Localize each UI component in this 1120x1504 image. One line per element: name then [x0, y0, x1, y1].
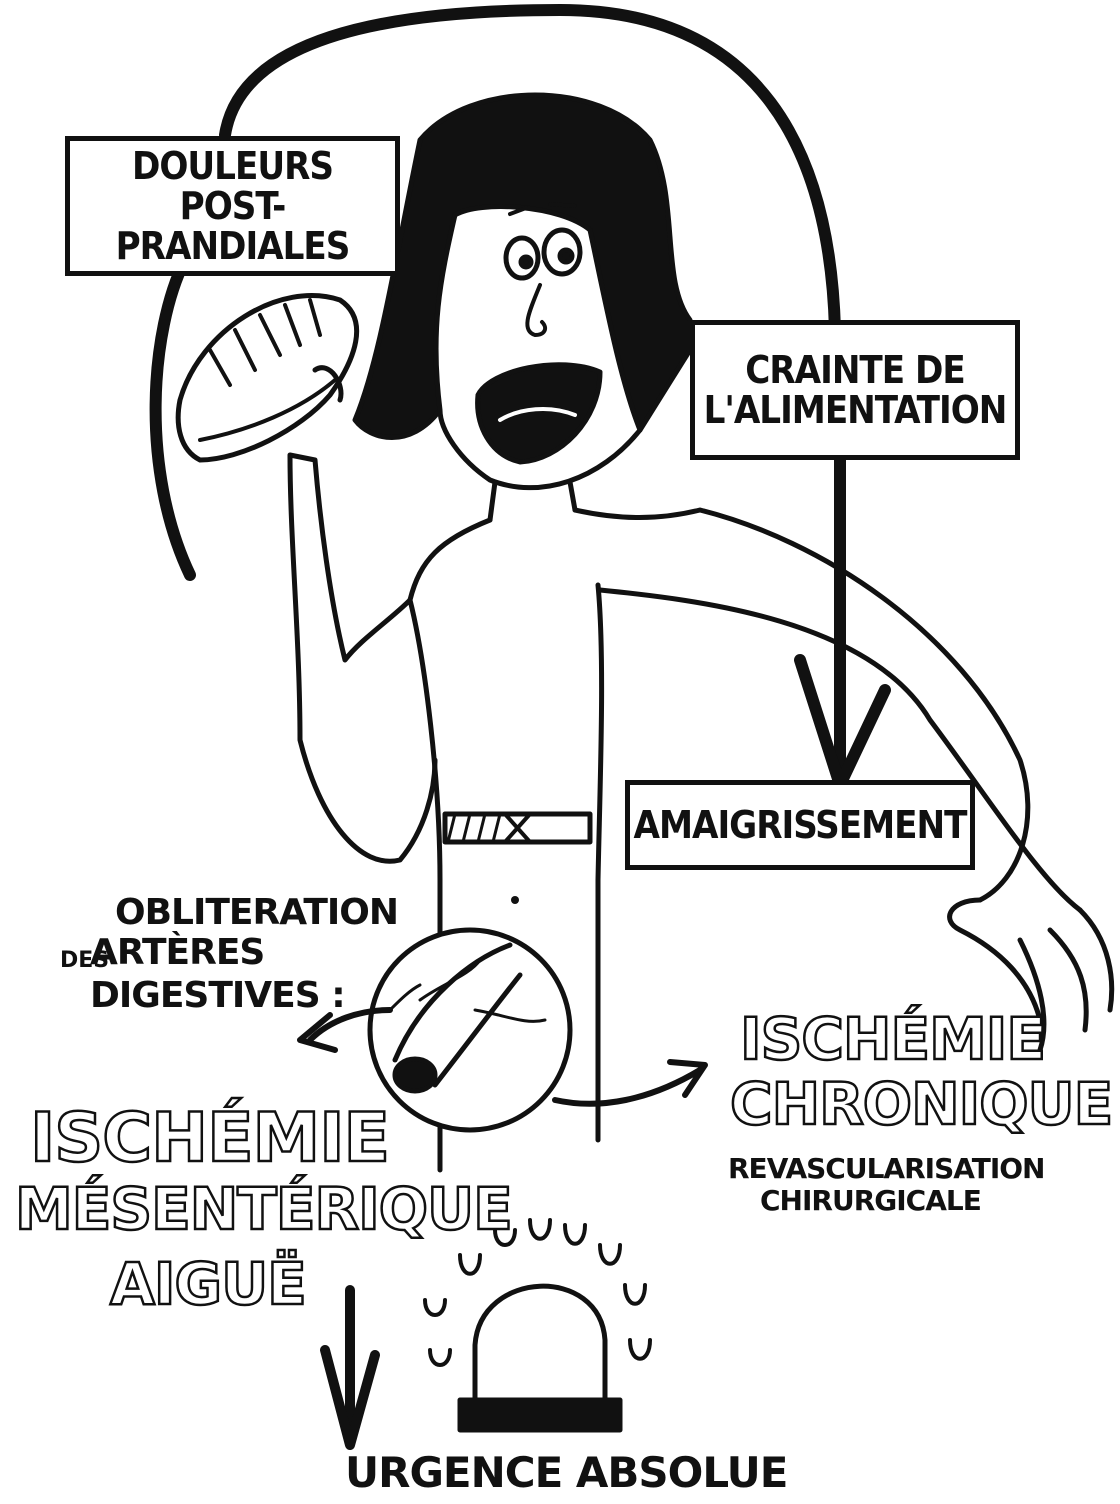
crainte-label-2: L'ALIMENTATION — [703, 388, 1008, 432]
neck — [487, 479, 578, 523]
left-arc-line — [149, 254, 196, 581]
douleurs-label-2: POST- PRANDIALES — [115, 184, 351, 268]
obliteration-des: DES — [60, 948, 110, 973]
arrow-to-aigue — [307, 1007, 393, 1043]
mouth — [475, 362, 603, 465]
ischemie-chronique-title-2: CHRONIQUE — [729, 1070, 1115, 1138]
ischemie-aigue-title-1: ISCHÉMIE — [29, 1099, 391, 1178]
revasc-label-1: REVASCULARISATION — [728, 1152, 1045, 1185]
nose — [525, 283, 548, 337]
ischemie-chronique-title-1: ISCHÉMIE — [739, 1005, 1048, 1073]
crainte-label-1: CRAINTE DE — [745, 348, 966, 392]
arrow-to-chronique — [552, 1067, 703, 1107]
amaigrissement-box: AMAIGRISSEMENT — [625, 780, 975, 870]
obliteration-digestives: DIGESTIVES : — [90, 975, 346, 1016]
amaigrissement-label: AMAIGRISSEMENT — [633, 803, 968, 847]
sandwich-icon — [175, 293, 360, 463]
top-arc-arrow — [219, 4, 841, 336]
douleurs-box: DOULEURS POST- PRANDIALES — [65, 136, 400, 276]
obliteration-title: OBLITERATION — [115, 892, 399, 933]
urgence-absolue-label: URGENCE ABSOLUE — [345, 1448, 788, 1497]
obliteration-arteres: ARTÈRES — [90, 932, 265, 973]
right-hand — [947, 897, 1115, 1053]
body-outline — [407, 517, 493, 1173]
ischemie-aigue-title-2: MÉSENTÉRIQUE — [14, 1175, 514, 1243]
crainte-box: CRAINTE DE L'ALIMENTATION — [690, 320, 1020, 460]
ischemie-aigue-title-3: AIGUË — [109, 1250, 308, 1318]
left-arm — [287, 452, 438, 864]
siren-light-icon — [423, 1218, 652, 1433]
douleurs-label-1: DOULEURS — [131, 144, 334, 188]
artery-cross-section-icon — [367, 927, 573, 1133]
revasc-label-2: CHIRURGICALE — [760, 1184, 982, 1217]
